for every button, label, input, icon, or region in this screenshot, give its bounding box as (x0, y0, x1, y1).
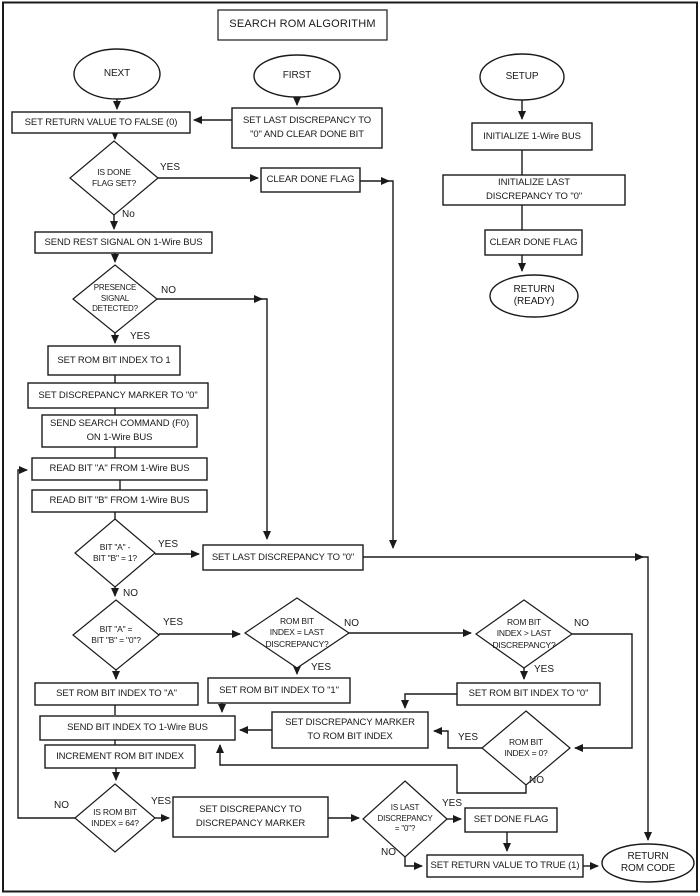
process-clear-done-flag-left-shape (260, 167, 361, 193)
decision-rom-bit-eq-last-disc-shape (243, 597, 351, 669)
process-set-done-flag-shape (464, 807, 558, 833)
decision-is-last-disc-0-shape (362, 780, 448, 858)
process-set-last-disc-0-shape (202, 544, 364, 571)
process-set-return-true-shape (426, 854, 584, 878)
process-set-rom-bit-index-a-shape (34, 682, 199, 706)
process-set-disc-marker-rom-bit-shape (271, 711, 429, 749)
process-initialize-last-disc-shape (442, 174, 626, 206)
process-initialize-bus-shape (471, 122, 593, 151)
decision-presence-detected-shape (72, 264, 158, 334)
process-read-bit-b-shape (31, 489, 208, 513)
process-clear-done-flag-right-shape (484, 229, 583, 256)
process-set-last-disc-clear-done-shape (231, 107, 383, 149)
process-set-disc-marker-0-shape (27, 382, 209, 409)
title-box-shape (217, 9, 388, 41)
decision-bit-a-minus-bit-b-shape (74, 518, 156, 588)
terminal-setup-shape (479, 53, 565, 101)
process-increment-rom-bit-index-shape (44, 744, 196, 769)
decision-is-done-flag-set-shape (69, 140, 159, 216)
terminal-next-shape (73, 48, 161, 100)
decision-is-rom-bit-64-shape (74, 783, 156, 853)
terminal-return-ready-shape (489, 274, 579, 318)
process-set-return-false-shape (11, 111, 191, 134)
process-set-rom-bit-index-1-shape (47, 345, 181, 376)
process-set-rom-bit-index-q1-shape (207, 677, 351, 704)
process-send-search-command-shape (41, 414, 198, 448)
node-shapes (11, 9, 695, 883)
connector-lines (17, 97, 652, 870)
process-send-bit-index-shape (39, 715, 236, 741)
terminal-first-shape (253, 54, 341, 98)
process-set-rom-bit-index-q0-shape (456, 682, 601, 706)
terminal-return-rom-code-shape (601, 843, 695, 883)
decision-rom-bit-gt-last-disc-shape (474, 599, 574, 669)
process-send-rest-signal-shape (34, 231, 213, 254)
process-set-disc-to-marker-shape (172, 796, 329, 838)
decision-bit-a-eq-bit-b-shape (72, 599, 160, 671)
process-read-bit-a-shape (31, 457, 208, 481)
decision-rom-bit-eq-0-shape (481, 710, 571, 786)
